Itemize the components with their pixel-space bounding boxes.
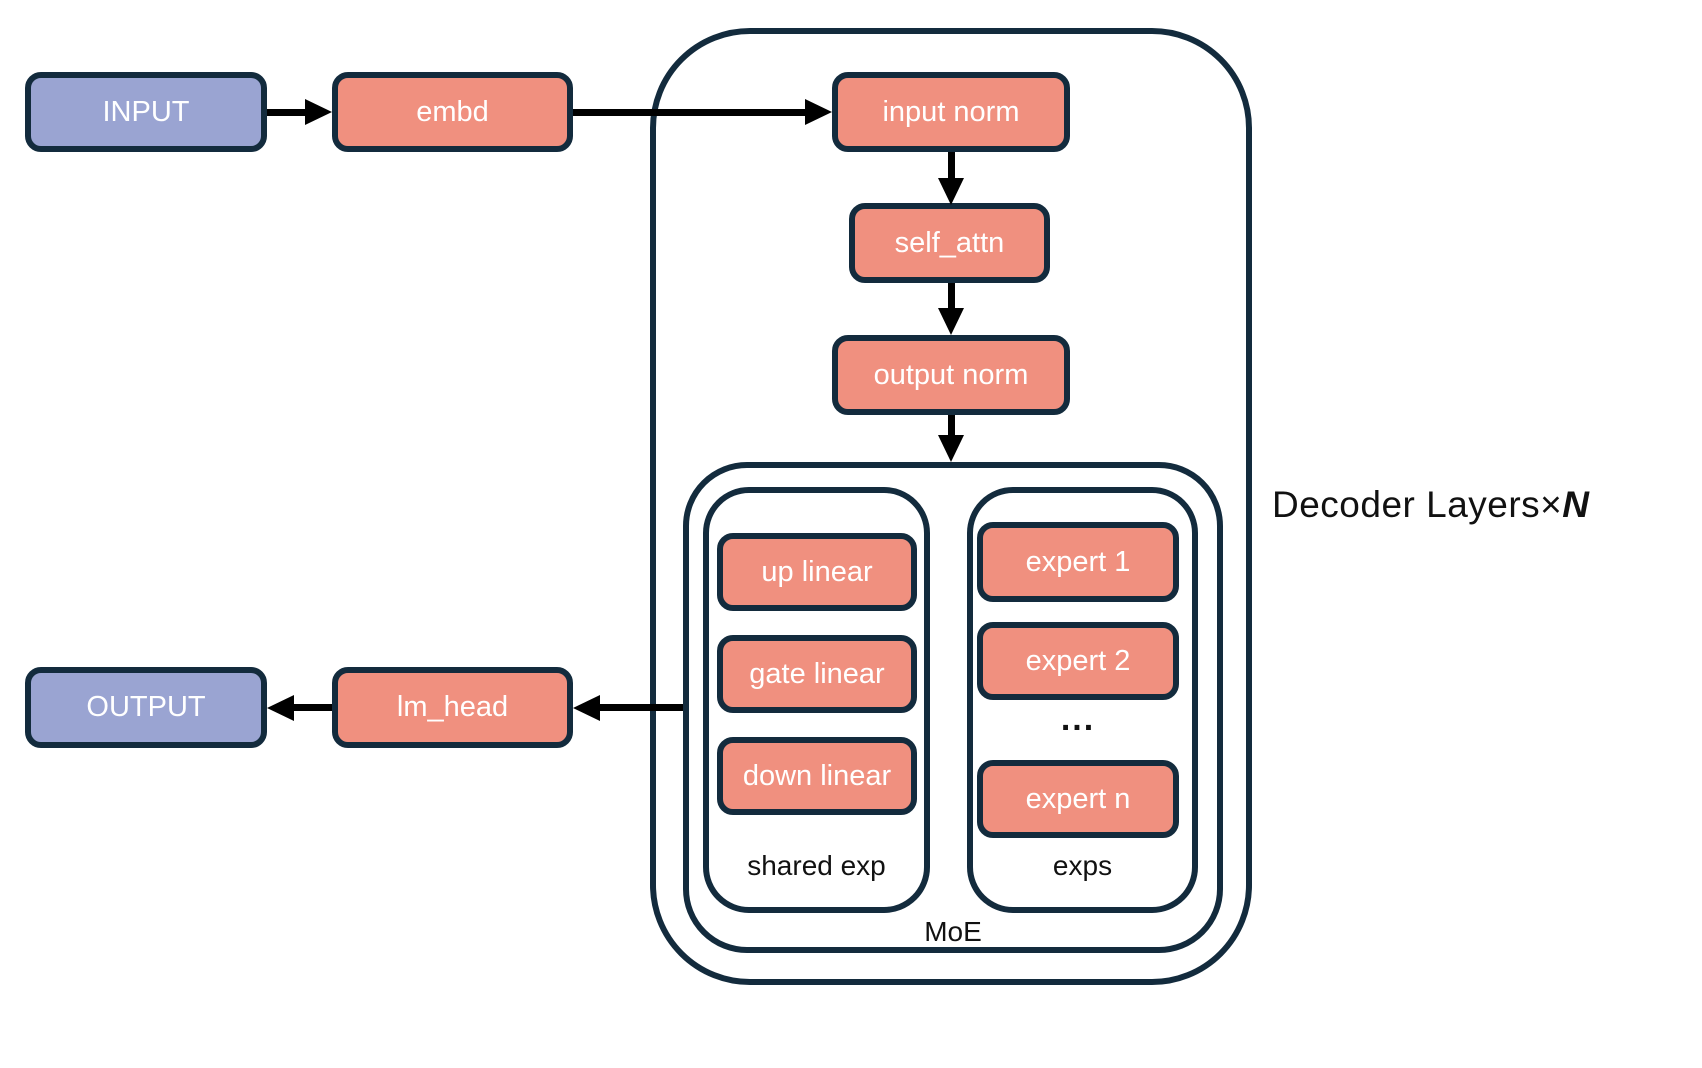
decoder-layers-container bbox=[650, 28, 1252, 985]
expert-n-block: expert n bbox=[977, 760, 1179, 838]
lm-head-block-label: lm_head bbox=[396, 691, 509, 723]
output-block: OUTPUT bbox=[25, 667, 267, 748]
exps-label: exps bbox=[1052, 850, 1113, 881]
arrow-embd-to-input-norm-head bbox=[805, 99, 832, 125]
arrow-embd-to-input-norm-line bbox=[573, 109, 807, 116]
decoder-layers-label-n: N bbox=[1562, 484, 1590, 525]
expert-n-block-label: expert n bbox=[1025, 782, 1131, 815]
arrow-moe-to-lm-head-line bbox=[598, 704, 683, 711]
shared-exp-label: shared exp bbox=[747, 850, 886, 881]
arrow-input-to-embd-head bbox=[305, 99, 332, 125]
input-norm-block: input norm bbox=[832, 72, 1070, 152]
input-block-label: INPUT bbox=[102, 95, 190, 128]
up-linear-block: up linear bbox=[717, 533, 917, 611]
experts-ellipsis: ... bbox=[1060, 700, 1096, 738]
moe-container bbox=[683, 462, 1223, 953]
decoder-layers-label-prefix: Decoder Layers× bbox=[1272, 484, 1563, 525]
lm-head-block: lm_head bbox=[332, 667, 573, 748]
arrow-input-norm-to-self-attn-head bbox=[938, 178, 964, 205]
up-linear-block-label: up linear bbox=[761, 555, 873, 588]
decoder-layers-label: Decoder Layers×N bbox=[1272, 486, 1692, 523]
arrow-input-to-embd-line bbox=[267, 109, 307, 116]
self-attn-block: self_attn bbox=[849, 203, 1050, 283]
expert-1-block: expert 1 bbox=[977, 522, 1179, 602]
arrow-self-attn-to-output-norm-head bbox=[938, 308, 964, 335]
arrow-input-norm-to-self-attn-line bbox=[948, 152, 955, 180]
self-attn-block-label: self_attn bbox=[894, 226, 1005, 259]
input-norm-block-label: input norm bbox=[882, 95, 1020, 128]
arrow-output-norm-to-moe-line bbox=[948, 415, 955, 437]
arrow-output-norm-to-moe-head bbox=[938, 435, 964, 462]
output-block-label: OUTPUT bbox=[86, 691, 206, 723]
arrow-moe-to-lm-head-head bbox=[573, 695, 600, 721]
output-norm-block-label: output norm bbox=[873, 358, 1029, 391]
arrow-self-attn-to-output-norm-line bbox=[948, 283, 955, 310]
arrow-lm-head-to-output-line bbox=[292, 704, 332, 711]
input-block: INPUT bbox=[25, 72, 267, 152]
expert-2-block-label: expert 2 bbox=[1025, 644, 1131, 677]
down-linear-block: down linear bbox=[717, 737, 917, 815]
embd-block-label: embd bbox=[416, 95, 489, 128]
embd-block: embd bbox=[332, 72, 573, 152]
gate-linear-block-label: gate linear bbox=[749, 657, 885, 690]
moe-label: MoE bbox=[924, 916, 982, 947]
expert-1-block-label: expert 1 bbox=[1025, 545, 1131, 578]
shared-exp-container bbox=[703, 487, 930, 913]
gate-linear-block: gate linear bbox=[717, 635, 917, 713]
expert-2-block: expert 2 bbox=[977, 622, 1179, 700]
arrow-lm-head-to-output-head bbox=[267, 695, 294, 721]
output-norm-block: output norm bbox=[832, 335, 1070, 415]
down-linear-block-label: down linear bbox=[742, 759, 892, 792]
exps-container bbox=[967, 487, 1198, 913]
